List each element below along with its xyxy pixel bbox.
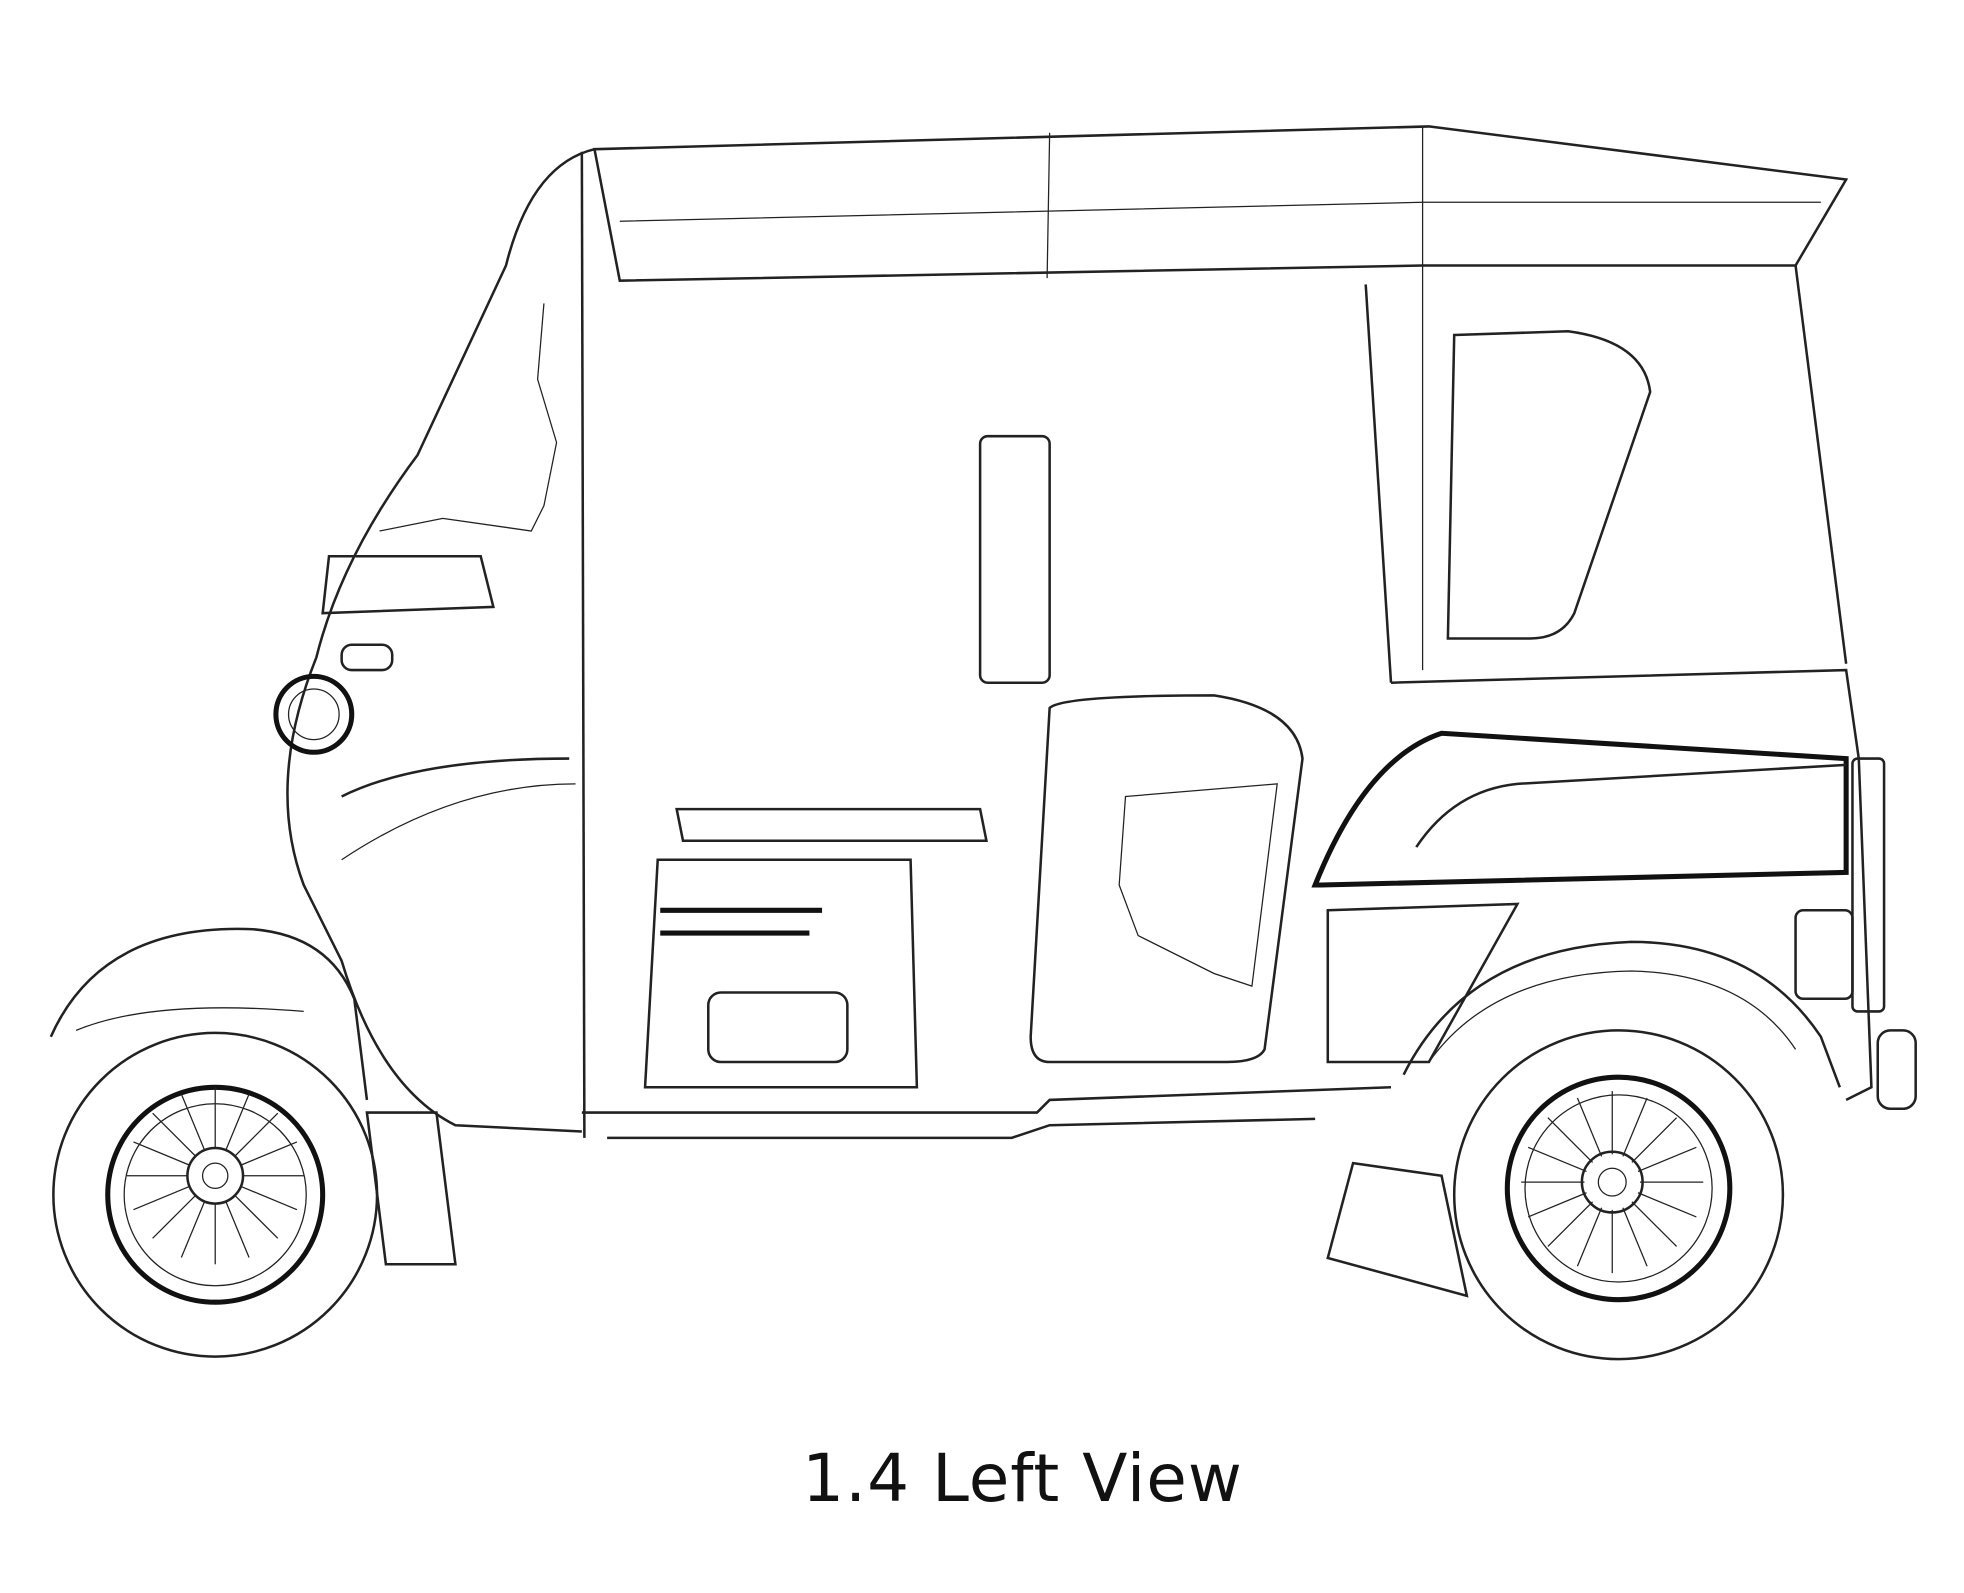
front-wheel-spoke: [235, 1195, 278, 1238]
figure-caption: 1.4 Left View: [0, 1440, 1964, 1517]
front-wheel-spoke: [241, 1186, 297, 1209]
front-cowl: [287, 149, 594, 1138]
rear-wheel-spoke: [1528, 1193, 1586, 1217]
rear-wheel-spoke: [1548, 1118, 1593, 1163]
rear-wheel-spoke: [1577, 1208, 1601, 1266]
rear-body: [1315, 266, 1871, 1100]
rear-wheel-spoke: [1632, 1202, 1677, 1247]
front-wheel-spoke: [235, 1113, 278, 1156]
front-wheel-spoke: [181, 1201, 204, 1257]
front-wheel-spoke: [241, 1142, 297, 1165]
driver-seat-and-engine-cover: [645, 809, 986, 1087]
rear-wheel: [1454, 1030, 1783, 1359]
front-wheel-spoke: [153, 1195, 196, 1238]
rear-seat-frame: [980, 436, 1302, 1062]
rear-wheel-spoke: [1632, 1118, 1677, 1163]
front-wheel-spoke: [226, 1094, 249, 1150]
front-wheel-spoke: [226, 1201, 249, 1257]
roof: [594, 126, 1846, 670]
front-wheel-spoke: [133, 1186, 189, 1209]
rear-wheel-spoke: [1638, 1193, 1696, 1217]
rear-wheel-spoke: [1638, 1147, 1696, 1171]
rear-wheel-spoke: [1528, 1147, 1586, 1171]
front-wheel-spoke: [153, 1113, 196, 1156]
front-wheel-spoke: [181, 1094, 204, 1150]
rear-wheel-spoke: [1623, 1098, 1647, 1156]
front-wheel-spoke: [133, 1142, 189, 1165]
front-wheel: [53, 1033, 377, 1357]
rear-wheel-spoke: [1623, 1208, 1647, 1266]
rear-wheel-spoke: [1577, 1098, 1601, 1156]
chassis: [582, 1087, 1391, 1138]
rear-wheel-spoke: [1548, 1202, 1593, 1247]
